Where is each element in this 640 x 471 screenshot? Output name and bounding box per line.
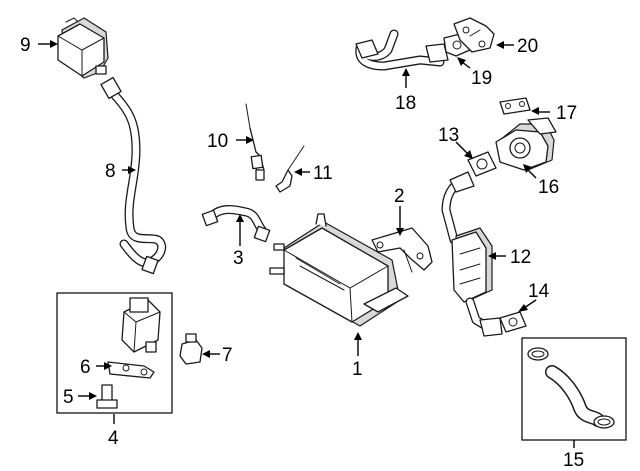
callout-17[interactable]: 17	[556, 103, 577, 124]
part-2-bracket[interactable]	[371, 227, 433, 273]
assembly-box-4	[56, 292, 173, 414]
part-9-solenoid[interactable]	[57, 17, 109, 79]
leader-lines	[38, 40, 575, 448]
part-10-oxygen-sensor[interactable]	[245, 103, 265, 181]
part-3-hose[interactable]	[201, 205, 271, 243]
part-12-egr-cooler[interactable]	[441, 171, 503, 337]
part-5-bolt[interactable]	[96, 384, 118, 409]
part-7-sensor[interactable]	[179, 333, 203, 365]
callout-2[interactable]: 2	[394, 186, 405, 207]
part-15-hose-kit[interactable]	[527, 347, 615, 429]
part-8-hose[interactable]	[100, 76, 167, 275]
callout-11[interactable]: 11	[313, 163, 333, 184]
callout-5[interactable]: 5	[63, 387, 74, 408]
callout-14[interactable]: 14	[528, 281, 550, 302]
part-13-gasket[interactable]	[467, 151, 497, 177]
callout-18[interactable]: 18	[395, 93, 416, 114]
callout-6[interactable]: 6	[80, 357, 91, 378]
callout-15[interactable]: 15	[563, 450, 584, 471]
callout-13[interactable]: 13	[438, 125, 459, 146]
part-20-flange[interactable]	[453, 17, 495, 53]
callout-19[interactable]: 19	[471, 68, 492, 89]
part-17-gasket[interactable]	[499, 97, 531, 115]
part-16-egr-valve[interactable]	[495, 117, 557, 171]
part-4-purge-valve[interactable]	[121, 297, 161, 353]
part-14-gasket[interactable]	[499, 311, 527, 333]
callout-20[interactable]: 20	[517, 36, 538, 57]
callout-9[interactable]: 9	[20, 35, 31, 56]
callout-4[interactable]: 4	[108, 428, 119, 449]
part-11-sensor[interactable]	[275, 145, 305, 193]
part-1-canister[interactable]	[269, 213, 409, 327]
callout-10[interactable]: 10	[207, 131, 228, 152]
callout-1[interactable]: 1	[352, 359, 363, 380]
callout-7[interactable]: 7	[222, 345, 233, 366]
callout-3[interactable]: 3	[233, 248, 244, 269]
callout-12[interactable]: 12	[510, 247, 531, 268]
callout-labels: 9 8 10 11 3 2 1 7 6 5 4 18 19 20 17 13 1…	[20, 35, 584, 471]
callout-8[interactable]: 8	[105, 161, 116, 182]
callout-16[interactable]: 16	[538, 177, 559, 198]
part-6-bracket[interactable]	[107, 361, 155, 379]
part-18-egr-pipe[interactable]	[355, 29, 449, 71]
